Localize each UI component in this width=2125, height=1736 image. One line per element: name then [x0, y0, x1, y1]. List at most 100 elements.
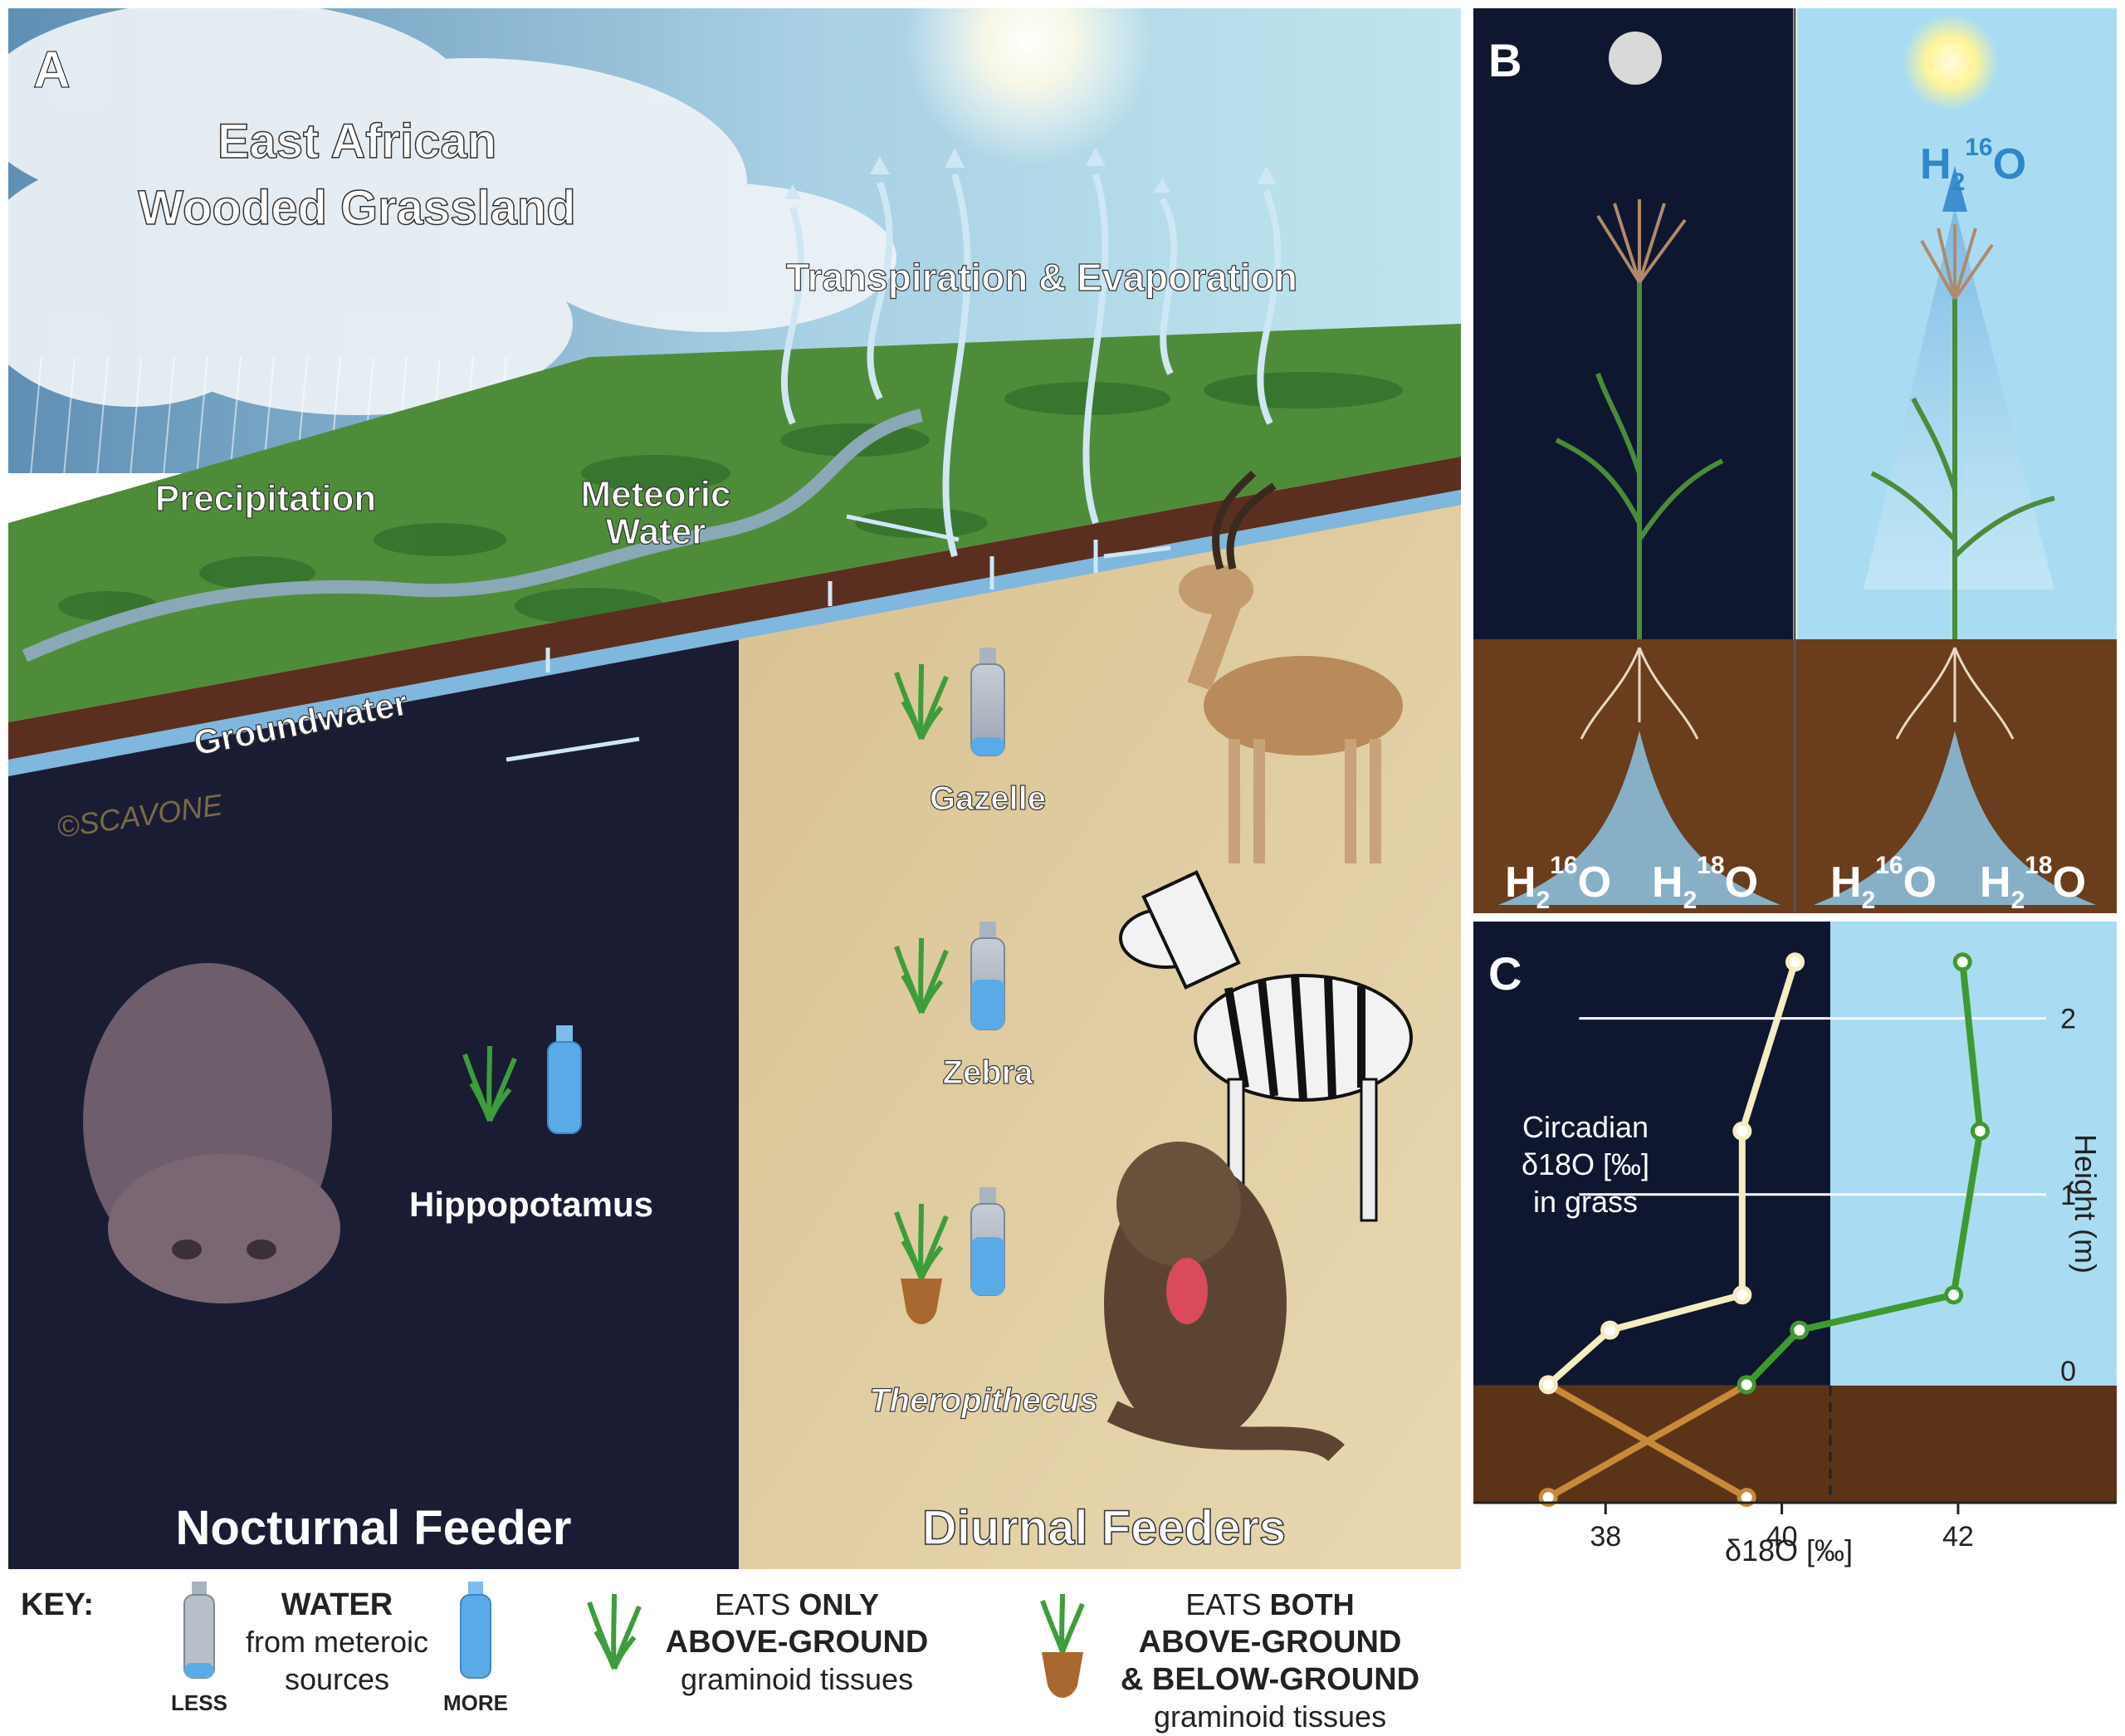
title-line-1: East African	[217, 115, 496, 169]
title-line-2: Wooded Grassland	[138, 181, 575, 235]
series-1-segment	[1545, 1327, 1614, 1388]
key-graphics: KEY: LESS MORE WATER from meteroic sourc…	[21, 1582, 1419, 1734]
both-line-4: graminoid tissues	[1154, 1699, 1386, 1734]
zebra-label: Zebra	[943, 1054, 1034, 1091]
series-2-segment	[1545, 1381, 1751, 1501]
hippo-illustration	[83, 963, 340, 1303]
roots	[1580, 647, 2015, 740]
hippo-label: Hippopotamus	[409, 1185, 653, 1224]
series-1-segment	[1738, 958, 1799, 1135]
x-tick-label: 38	[1590, 1521, 1621, 1553]
series-2-point	[1538, 1488, 1558, 1508]
above-below-ground-icon	[1040, 1593, 1085, 1698]
panel-a: A East African Wooded Grassland Transpir…	[8, 8, 1461, 1569]
transpiration-label: Transpiration & Evaporation	[786, 256, 1297, 299]
gazelle-bottle-icon	[970, 648, 1005, 756]
panel-b-illustration: B H216O H216O H218O H216O H218O	[1473, 8, 2117, 913]
transpiration-arrows	[780, 173, 1282, 558]
clouds	[8, 8, 896, 415]
night-region	[1473, 922, 1830, 1386]
day-h2-16o: H216O	[1830, 852, 1937, 913]
y-tick-label: 0	[2060, 1356, 2076, 1387]
meteoric-label-2: Water	[606, 511, 706, 552]
panel-c-letter: C	[1488, 947, 1522, 1000]
series-2-segment	[1795, 1291, 1957, 1334]
less-bottle-icon	[183, 1582, 215, 1679]
series-2-segment	[1959, 958, 1984, 1135]
theropithecus-grass-icon	[894, 1203, 949, 1324]
y-axis-ticks: 0 1 2	[2060, 1004, 2076, 1387]
sun-glow	[905, 8, 1154, 166]
series-2-point	[1737, 1375, 1756, 1395]
night-h2-16o: H216O	[1505, 852, 1611, 913]
series-2-point	[1952, 952, 1972, 972]
series-2-point	[1944, 1285, 1964, 1305]
evaporation-formula: H216O	[1920, 134, 2026, 196]
above-ground-grass-icon	[587, 1593, 642, 1670]
key-label: KEY:	[21, 1587, 94, 1622]
theropithecus-label: Theropithecus	[869, 1382, 1098, 1419]
gazelle-grass-icon	[894, 663, 949, 741]
series-1-point	[1600, 1320, 1620, 1340]
both-line-3: & BELOW-GROUND	[1121, 1662, 1419, 1697]
series-2-segment	[1950, 1127, 1984, 1298]
more-bottle-icon	[460, 1582, 491, 1679]
less-label: LESS	[171, 1690, 227, 1715]
series-2-segment	[1743, 1327, 1803, 1388]
moon-icon	[1609, 32, 1662, 85]
water-line-3: sources	[285, 1662, 389, 1696]
precipitation-label: Precipitation	[155, 478, 377, 519]
theropithecus-illustration	[1104, 1142, 1345, 1462]
isotope-labels: H216O H218O H216O H218O	[1505, 852, 2086, 913]
transpiration-arrowheads	[784, 148, 1277, 199]
water-title: WATER	[281, 1587, 393, 1622]
gazelle-label: Gazelle	[930, 780, 1046, 817]
gazelle-illustration	[1179, 470, 1403, 863]
night-seedhead	[1596, 199, 1687, 284]
annotation-line-1: Circadian	[1522, 1110, 1649, 1144]
day-seedhead	[1920, 224, 1994, 301]
only-line-3: graminoid tissues	[681, 1662, 913, 1696]
night-plant	[1555, 274, 1724, 639]
y-tick-label: 2	[2060, 1004, 2076, 1035]
theropithecus-bottle-icon	[970, 1187, 1005, 1296]
night-water-uptake	[1498, 731, 1781, 905]
day-water-uptake	[1814, 731, 2096, 905]
panel-a-illustration: A East African Wooded Grassland Transpir…	[8, 8, 1461, 1569]
panel-b: B H216O H216O H218O H216O H218O	[1473, 8, 2117, 913]
only-line-2: ABOVE-GROUND	[666, 1625, 929, 1660]
panel-a-letter: A	[33, 42, 71, 99]
zebra-illustration	[1119, 870, 1413, 1222]
hippo-bottle-icon	[547, 1025, 582, 1134]
zebra-grass-icon	[894, 937, 949, 1015]
river	[22, 408, 923, 663]
transpiration-arrowhead	[1942, 166, 1967, 212]
series-1-point	[1732, 1285, 1752, 1305]
annotation-line-2: δ18O [‰]	[1522, 1147, 1649, 1181]
series-1-point	[1737, 1488, 1756, 1508]
only-line-1: EATS ONLY	[715, 1587, 879, 1621]
series-2-point	[1970, 1121, 1990, 1141]
sun-icon	[1903, 14, 1999, 110]
nocturnal-label: Nocturnal Feeder	[176, 1501, 572, 1555]
water-line-2: from meteroic	[246, 1625, 428, 1659]
x-axis-label: δ18O [‰]	[1725, 1533, 1853, 1567]
y-tick-label: 1	[2060, 1180, 2076, 1211]
series-group	[1538, 952, 1990, 1508]
night-h2-18o: H218O	[1652, 852, 1758, 913]
series-1-point	[1785, 952, 1805, 972]
night-sky	[1473, 8, 1793, 639]
both-line-1: EATS BOTH	[1185, 1587, 1354, 1621]
diurnal-label: Diurnal Feeders	[922, 1501, 1286, 1555]
y-axis-label: Height (m)	[2069, 1134, 2103, 1274]
series-1-point	[1732, 1121, 1752, 1141]
series-1-segment	[1606, 1291, 1746, 1334]
more-label: MORE	[443, 1690, 508, 1715]
zebra-bottle-icon	[970, 922, 1005, 1030]
series-2-point	[1790, 1320, 1810, 1340]
both-line-2: ABOVE-GROUND	[1139, 1625, 1402, 1660]
flow-arrows	[506, 514, 1171, 762]
